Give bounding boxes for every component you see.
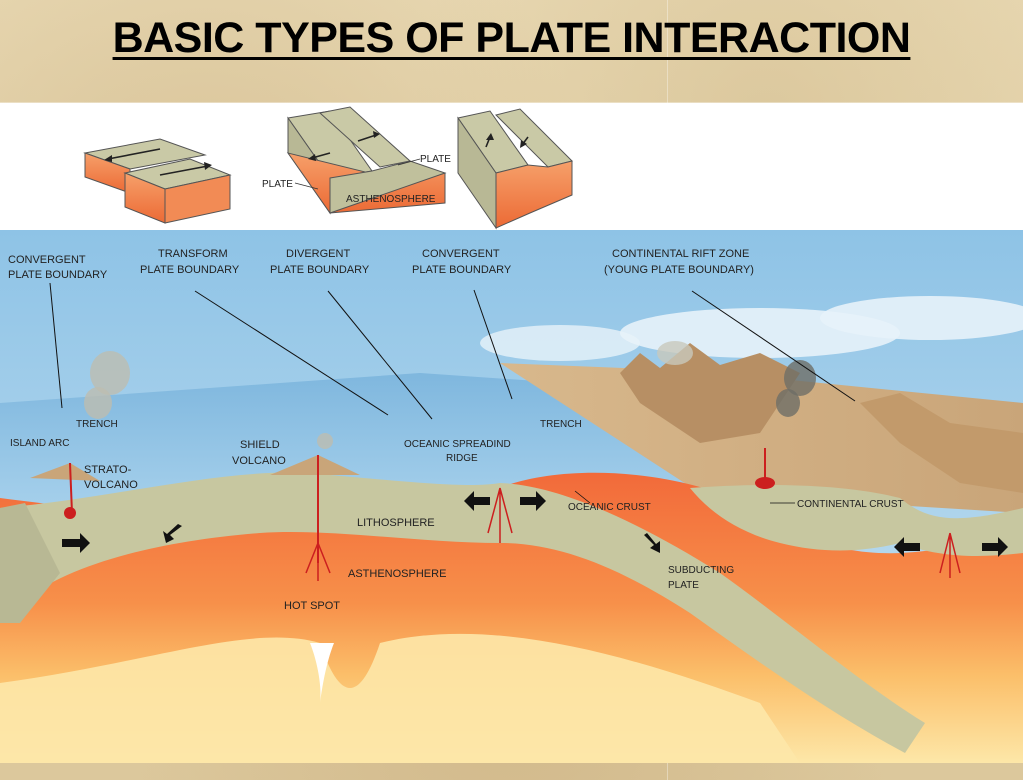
label-strato-2: VOLCANO [84, 479, 138, 491]
label-trench-left: TRENCH [76, 419, 118, 430]
label-transform-1: TRANSFORM [158, 248, 228, 260]
label-rift-2: (YOUNG PLATE BOUNDARY) [604, 264, 754, 276]
asthenosphere-block-label: ASTHENOSPHERE [346, 194, 436, 205]
label-divergent-1: DIVERGENT [286, 248, 350, 260]
label-transform-2: PLATE BOUNDARY [140, 264, 240, 276]
label-asthenosphere: ASTHENOSPHERE [348, 568, 446, 580]
background-seam-horizontal [0, 102, 1023, 103]
label-convergent-mid-2: PLATE BOUNDARY [412, 264, 512, 276]
convergent-block-diagram [457, 108, 573, 230]
label-trench-right: TRENCH [540, 419, 582, 430]
page-title: BASIC TYPES OF PLATE INTERACTION [112, 14, 911, 62]
label-ridge-1: OCEANIC SPREADIND [404, 439, 511, 450]
label-convergent-left-1: CONVERGENT [8, 254, 86, 266]
label-subducting-2: PLATE [668, 580, 699, 591]
label-shield-1: SHIELD [240, 439, 280, 451]
boundary-labels: CONVERGENT PLATE BOUNDARY TRANSFORM PLAT… [8, 248, 754, 281]
plate-label-left: PLATE [262, 179, 293, 190]
label-subducting-1: SUBDUCTING [668, 565, 734, 576]
label-convergent-mid-1: CONVERGENT [422, 248, 500, 260]
label-rift-1: CONTINENTAL RIFT ZONE [612, 248, 749, 260]
label-continental-crust: CONTINENTAL CRUST [797, 499, 904, 510]
cross-section [0, 230, 1023, 763]
plate-diagram: PLATE PLATE ASTHENOSPHERE [0, 103, 1023, 763]
label-convergent-left-2: PLATE BOUNDARY [8, 269, 108, 281]
label-oceanic-crust: OCEANIC CRUST [568, 502, 651, 513]
feature-labels: TRENCH ISLAND ARC STRATO- VOLCANO SHIELD… [10, 419, 904, 612]
label-hot-spot: HOT SPOT [284, 600, 340, 612]
label-divergent-2: PLATE BOUNDARY [270, 264, 370, 276]
label-ridge-2: RIDGE [446, 453, 478, 464]
transform-block-diagram [83, 138, 232, 224]
label-lithosphere: LITHOSPHERE [357, 517, 435, 529]
label-strato-1: STRATO- [84, 464, 132, 476]
label-island-arc: ISLAND ARC [10, 438, 69, 449]
plate-label-right: PLATE [420, 154, 451, 165]
label-shield-2: VOLCANO [232, 455, 286, 467]
divergent-block-diagram: PLATE PLATE ASTHENOSPHERE [262, 106, 451, 215]
